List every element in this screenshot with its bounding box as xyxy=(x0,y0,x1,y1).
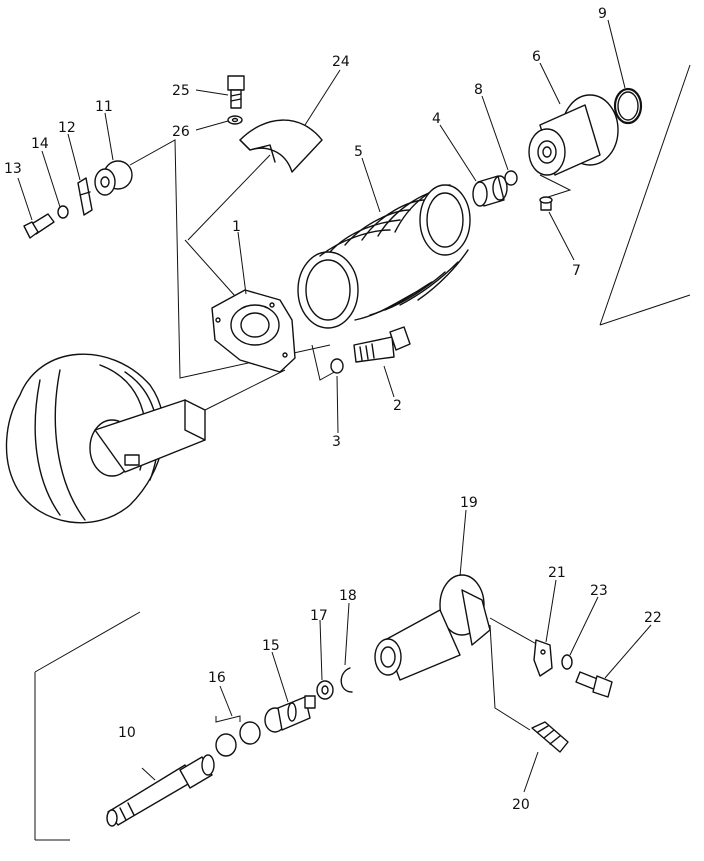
part-24-cover xyxy=(239,119,323,173)
part-8-o-ring xyxy=(504,170,518,186)
label-part-20: 20 xyxy=(512,797,530,813)
part-14-washer xyxy=(57,205,69,219)
label-part-26: 26 xyxy=(172,124,190,140)
idler-wheel xyxy=(5,353,206,524)
label-part-1: 1 xyxy=(232,219,241,235)
label-part-14: 14 xyxy=(31,136,49,152)
part-20-fitting xyxy=(531,721,569,753)
label-part-3: 3 xyxy=(332,434,341,450)
part-3-washer xyxy=(330,358,344,374)
label-part-7: 7 xyxy=(572,263,581,279)
assembly-outline-lower xyxy=(34,611,541,841)
label-part-5: 5 xyxy=(354,144,363,160)
label-part-9: 9 xyxy=(598,6,607,22)
part-1-bracket xyxy=(211,289,296,373)
part-17-nut xyxy=(316,680,334,700)
part-4-sleeve xyxy=(472,175,508,207)
part-5-spring xyxy=(297,184,471,329)
label-part-4: 4 xyxy=(432,111,441,127)
label-part-22: 22 xyxy=(644,610,662,626)
label-part-25: 25 xyxy=(172,83,190,99)
part-21-bracket xyxy=(533,639,553,677)
part-19-cylinder xyxy=(374,574,491,681)
part-26-washer xyxy=(227,115,243,125)
label-part-18: 18 xyxy=(339,588,357,604)
part-18-snap-ring xyxy=(340,667,353,693)
part-16-rings xyxy=(215,721,261,757)
part-9-ring xyxy=(613,87,643,125)
part-13-bolt xyxy=(23,213,55,239)
part-25-bolt xyxy=(227,75,245,109)
label-part-6: 6 xyxy=(532,49,541,65)
part-10-rod xyxy=(106,754,215,827)
part-6-cylinder xyxy=(528,94,619,176)
part-7-plug xyxy=(539,196,553,211)
label-part-19: 19 xyxy=(460,495,478,511)
part-15-piston xyxy=(264,695,316,733)
leader-lines xyxy=(17,19,652,793)
label-part-15: 15 xyxy=(262,638,280,654)
part-23-washer xyxy=(561,654,573,670)
part-2-bolt xyxy=(353,326,411,363)
part-number-labels: 1 2 3 4 5 6 7 8 9 10 11 12 13 14 15 16 1… xyxy=(4,6,662,813)
label-part-13: 13 xyxy=(4,161,22,177)
part-22-bolt xyxy=(575,671,613,698)
label-part-17: 17 xyxy=(310,608,328,624)
label-part-24: 24 xyxy=(332,54,350,70)
part-11-nut xyxy=(94,160,133,196)
label-part-12: 12 xyxy=(58,120,76,136)
label-part-11: 11 xyxy=(95,99,113,115)
label-part-16: 16 xyxy=(208,670,226,686)
label-part-8: 8 xyxy=(474,82,483,98)
label-part-10: 10 xyxy=(118,725,136,741)
label-part-21: 21 xyxy=(548,565,566,581)
part-12-clip xyxy=(77,177,93,216)
label-part-23: 23 xyxy=(590,583,608,599)
label-part-2: 2 xyxy=(393,398,402,414)
